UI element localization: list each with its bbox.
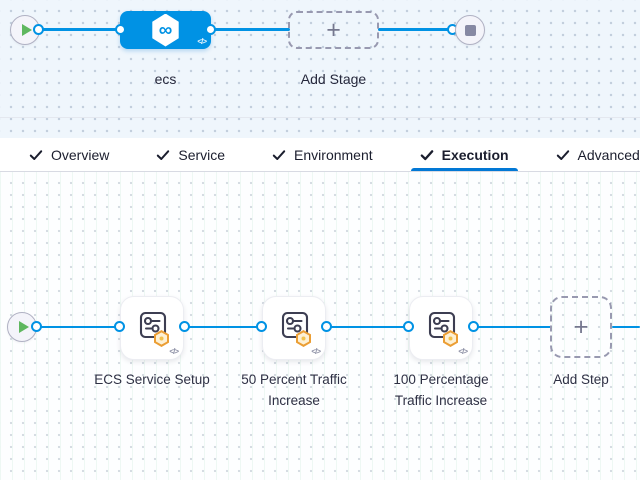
execution-graph-canvas: </> ECS Service Setup </> 50 Percent Tra… [0, 172, 640, 480]
connector-line [612, 325, 640, 328]
check-icon [29, 149, 43, 160]
connector-line [30, 325, 122, 328]
step-node-ecs-service-setup[interactable]: </> [120, 296, 184, 360]
stage-config-tabs: Overview Service Environment Execution A… [0, 138, 640, 172]
connector-line [209, 28, 290, 31]
tab-label: Advanced [577, 146, 640, 163]
connector-port [31, 321, 42, 332]
connector-port [468, 321, 479, 332]
add-stage-button[interactable]: + [288, 11, 379, 49]
connector-port [205, 23, 216, 35]
add-step-button[interactable]: + [550, 296, 612, 358]
tab-overview[interactable]: Overview [16, 138, 122, 171]
tab-advanced[interactable]: Advanced [543, 138, 640, 171]
step-label: ECS Service Setup [94, 372, 210, 387]
tab-label: Service [178, 146, 226, 163]
connector-line [473, 325, 552, 328]
plus-icon: + [326, 15, 341, 44]
add-stage-label: Add Stage [300, 71, 367, 87]
step-settings-icon [139, 311, 167, 339]
check-icon [272, 149, 286, 160]
code-icon: </> [458, 347, 468, 356]
tab-environment[interactable]: Environment [259, 138, 386, 171]
infinity-glyph: ∞ [158, 19, 173, 41]
tab-label: Overview [51, 146, 110, 163]
code-icon: </> [169, 347, 179, 356]
play-icon [18, 321, 29, 333]
step-label: 100 Percentage Traffic Increase [393, 372, 489, 408]
tab-label: Environment [294, 146, 373, 163]
canvas-divider [0, 117, 640, 118]
step-settings-icon [281, 311, 309, 339]
step-label: 50 Percent Traffic Increase [241, 372, 347, 408]
tab-execution[interactable]: Execution [407, 138, 522, 171]
check-icon [420, 149, 433, 160]
cd-stage-icon: ∞ [152, 13, 179, 47]
check-icon [556, 149, 569, 160]
step-node-100-percentage-traffic-increase[interactable]: </> [409, 296, 473, 360]
connector-port [403, 321, 414, 332]
check-icon [157, 149, 170, 160]
pipeline-end-node [455, 15, 485, 45]
connector-port [256, 321, 267, 332]
connector-line [378, 28, 452, 31]
stop-icon [464, 24, 476, 36]
aws-hexagon-badge [154, 330, 169, 347]
play-icon [21, 24, 32, 36]
connector-line [326, 325, 411, 328]
connector-port [179, 321, 190, 332]
stage-name-label: ecs [154, 71, 177, 87]
add-step-label: Add Step [553, 372, 609, 387]
connector-port [115, 23, 126, 35]
stage-pipeline-canvas: ∞ </> ecs + Add Stage [0, 0, 640, 138]
connector-port [33, 23, 44, 35]
code-icon: </> [311, 347, 321, 356]
aws-hexagon-badge [296, 330, 311, 347]
aws-hexagon-badge [443, 330, 458, 347]
step-settings-icon [428, 311, 456, 339]
code-icon: </> [197, 37, 207, 46]
step-node-50-percent-traffic-increase[interactable]: </> [262, 296, 326, 360]
stage-node-ecs[interactable]: ∞ </> [120, 11, 211, 49]
plus-icon: + [573, 312, 589, 341]
connector-port [321, 321, 332, 332]
connector-port [114, 321, 125, 332]
tab-service[interactable]: Service [143, 138, 238, 171]
connector-line [36, 28, 122, 31]
connector-line [184, 325, 264, 328]
tab-label: Execution [441, 146, 509, 163]
